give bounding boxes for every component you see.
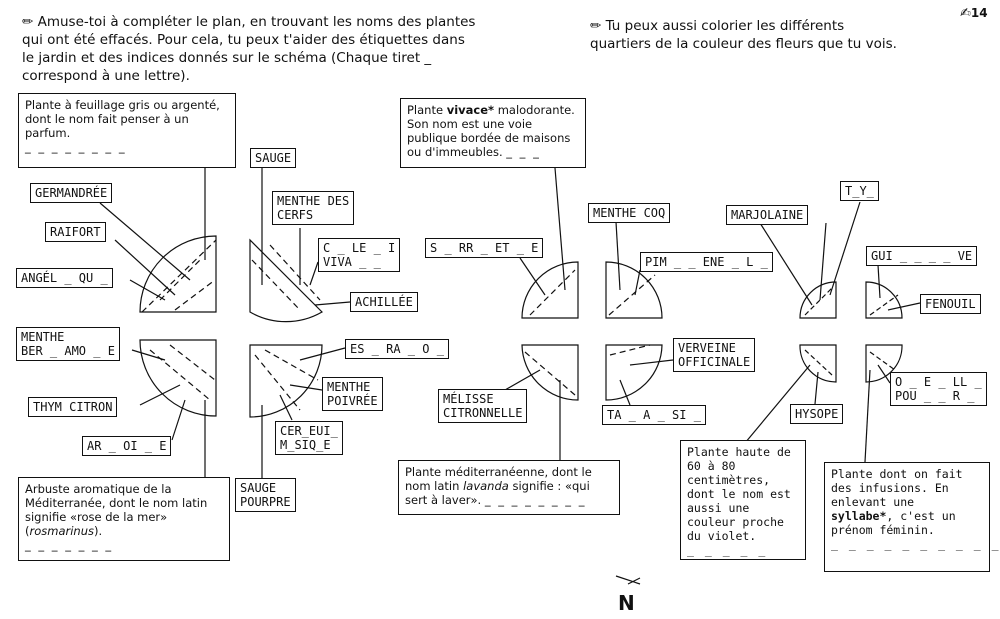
label-guimauve: GUI _ _ _ _ VE bbox=[866, 246, 978, 266]
label-fenouil: FENOUIL bbox=[920, 294, 981, 314]
compass-north-label: N bbox=[618, 591, 635, 615]
label-hysope: HYSOPE bbox=[790, 404, 844, 424]
label-thym: T_Y_ bbox=[840, 181, 879, 201]
clue-rosemary: Arbuste aromatique de la Méditerranée, d… bbox=[18, 477, 230, 561]
page-icon: ✍ bbox=[960, 6, 971, 21]
bed-1 bbox=[139, 235, 217, 313]
clue-bold-word: syllabe* bbox=[831, 509, 887, 523]
clue-text: malodorante. Son nom est une voie publiq… bbox=[407, 103, 575, 159]
label-cerfeuil: CER_EUI_ M_SIQ_E bbox=[275, 421, 343, 455]
coloring-line-2: quartiers de la couleur des fleurs que t… bbox=[590, 36, 897, 52]
bed-9 bbox=[799, 281, 837, 319]
answer-blanks: _ _ _ _ _ bbox=[687, 543, 768, 557]
connector-lines bbox=[99, 166, 921, 483]
bed-10 bbox=[865, 281, 903, 319]
answer-blanks: _ _ _ bbox=[506, 145, 541, 159]
clue-italic-word: lavanda bbox=[463, 479, 509, 493]
label-pimprenelle: PIM _ _ ENE _ L _ bbox=[640, 252, 773, 272]
coloring-line-1: ✏ Tu peux aussi colorier les différents bbox=[590, 18, 844, 34]
instructions-line-1: ✏ Amuse-toi à compléter le plan, en trou… bbox=[22, 14, 475, 30]
label-sauge: SAUGE bbox=[250, 148, 297, 168]
label-menthe-poivree: MENTHE POIVRÉE bbox=[322, 377, 383, 411]
clue-text: Plante dont on fait des infusions. En en… bbox=[831, 467, 963, 509]
label-oseille: O _ E _ LL _ POU _ _ R _ bbox=[890, 372, 987, 406]
label-estragon: ES _ RA _ O _ bbox=[345, 339, 449, 359]
label-angelique: ANGÉL _ QU _ bbox=[16, 268, 113, 288]
clue-text: , c'est un prénom féminin. bbox=[831, 509, 956, 537]
label-tanaisie: TA _ A _ SI _ bbox=[602, 405, 706, 425]
clue-grey-leaves: Plante à feuillage gris ou argenté, dont… bbox=[18, 93, 236, 168]
label-menthe-bergamote: MENTHE BER _ AMO _ E bbox=[16, 327, 120, 361]
clue-text: Arbuste aromatique de la Méditerranée, d… bbox=[25, 482, 208, 538]
clue-text: Plante à feuillage gris ou argenté, dont… bbox=[25, 98, 220, 140]
clue-text: Plante bbox=[407, 103, 447, 117]
clue-bold-word: vivace* bbox=[446, 103, 495, 117]
bed-8 bbox=[605, 344, 663, 401]
answer-blanks: _ _ _ _ _ _ _ bbox=[25, 538, 114, 552]
clue-infusion: Plante dont on fait des infusions. En en… bbox=[824, 462, 1000, 572]
instructions-line-2: qui ont été effacés. Pour cela, tu peux … bbox=[22, 32, 465, 48]
pencil-icon: ✏ bbox=[590, 18, 602, 34]
clue-vivace: Plante vivace* malodorante. Son nom est … bbox=[400, 98, 586, 168]
instructions-text-1: Amuse-toi à compléter le plan, en trouva… bbox=[37, 14, 476, 30]
bed-2 bbox=[249, 238, 323, 323]
label-cleivia: C _ LE _ I VIVA _ _ bbox=[318, 238, 401, 272]
coloring-text-1: Tu peux aussi colorier les différents bbox=[605, 18, 845, 34]
label-verveine: VERVEINE OFFICINALE bbox=[673, 338, 756, 372]
bed-11 bbox=[799, 344, 837, 383]
label-germandree: GERMANDRÉE bbox=[30, 183, 113, 203]
label-melisse: MÉLISSE CITRONNELLE bbox=[438, 389, 528, 423]
page-number: ✍14 bbox=[960, 6, 988, 21]
instructions-line-4: correspond à une lettre). bbox=[22, 68, 190, 84]
answer-blanks: _ _ _ _ _ _ _ _ bbox=[484, 493, 587, 507]
answer-blanks: _ _ _ _ _ _ _ _ _ _ bbox=[831, 537, 1000, 551]
instructions-line-3: le jardin et des indices donnés sur le s… bbox=[22, 50, 432, 66]
clue-text: signifie : «qui sert à laver». bbox=[405, 479, 590, 507]
label-raifort: RAIFORT bbox=[45, 222, 106, 242]
label-menthe-coq: MENTHE COQ bbox=[588, 203, 671, 223]
clue-text: Plante haute de 60 à 80 centimètres, don… bbox=[687, 445, 791, 543]
answer-blanks: _ _ _ _ _ _ _ _ bbox=[25, 140, 127, 154]
pencil-icon: ✏ bbox=[22, 14, 34, 30]
bed-5 bbox=[521, 261, 579, 319]
label-marjolaine: MARJOLAINE bbox=[726, 205, 809, 225]
clue-text: Plante méditerranéenne, dont le nom lati… bbox=[405, 465, 592, 493]
label-achillee: ACHILLÉE bbox=[350, 292, 418, 312]
label-sarriette: S _ RR _ ET _ E bbox=[425, 238, 544, 258]
label-armoise: AR _ OI _ E bbox=[82, 436, 172, 456]
label-menthe-cerfs: MENTHE DES CERFS bbox=[272, 191, 355, 225]
page-number-text: 14 bbox=[970, 6, 988, 20]
bed-6 bbox=[521, 344, 579, 401]
clue-tall-plant: Plante haute de 60 à 80 centimètres, don… bbox=[680, 440, 806, 560]
label-sauge-pourpre: SAUGE POURPRE bbox=[235, 478, 296, 512]
clue-text: ). bbox=[94, 524, 103, 538]
compass-arrow bbox=[615, 575, 641, 585]
clue-lavender: Plante méditerranéenne, dont le nom lati… bbox=[398, 460, 620, 515]
label-thym-citron: THYM CITRON bbox=[28, 397, 118, 417]
clue-italic-word: rosmarinus bbox=[29, 524, 95, 538]
